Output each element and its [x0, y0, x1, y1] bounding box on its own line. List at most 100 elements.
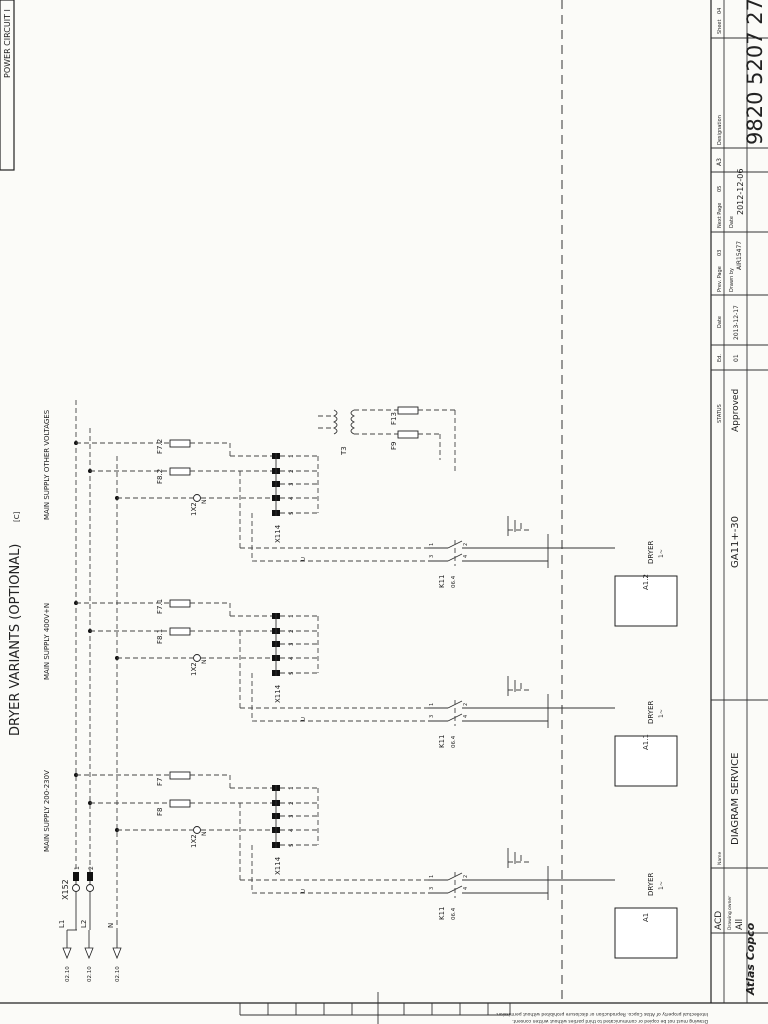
dryer-box-2	[614, 735, 678, 787]
footnote-line-1: Intellectual property of Atlas Copco. Re…	[496, 1011, 708, 1017]
sheet-value: 04	[717, 8, 723, 14]
status-value: Approved	[731, 389, 741, 432]
contact-num-3-2: 3	[429, 715, 435, 718]
title-block	[711, 0, 768, 1003]
fuse-c-label: F13	[390, 412, 398, 425]
power-circuit-label: POWER CIRCUIT I	[3, 9, 12, 78]
ed-caption: Ed.	[717, 354, 723, 362]
fuse-b-3	[169, 467, 191, 476]
fuse-b-label-1: F8	[156, 808, 164, 816]
line-ref-l1: 02.10	[65, 966, 71, 982]
contact-num-4-3: 4	[463, 555, 469, 558]
contact-num-2-2: 2	[463, 703, 469, 706]
supply-pin-1: 1	[74, 866, 81, 870]
bottom-grid	[239, 992, 511, 1024]
drawing-owner-value: All	[735, 919, 745, 930]
terminal-strip-label-1: X114	[274, 856, 282, 875]
contact-num-2-3: 2	[463, 543, 469, 546]
contactor-label-3: K11	[438, 575, 446, 589]
terminal-1x2-label-2: 1X2	[190, 662, 198, 676]
contact-num-1-1: 1	[429, 875, 435, 878]
arrow-l2	[84, 947, 94, 960]
terminal-1x2-n-3: N	[201, 500, 208, 505]
fuse-b-2	[169, 627, 191, 636]
dryer-ref-3: A1.2	[642, 574, 650, 590]
dryer-ref-1: A1	[642, 913, 650, 922]
wire-tag-1: U	[301, 889, 307, 893]
contactor-sub-1: 06.4	[451, 907, 457, 920]
terminal-1x2-n-2: N	[201, 660, 208, 665]
line-label-n: N	[107, 923, 115, 928]
ed-value: 01	[733, 354, 740, 362]
contact-num-3-1: 3	[429, 887, 435, 890]
fuse-b-1	[169, 799, 191, 808]
terminal-1x2-label-3: 1X2	[190, 502, 198, 516]
dryer-label-1: DRYER	[647, 872, 655, 896]
fuse-a-label-2: F7.1	[156, 599, 164, 614]
next-page-caption: Next Page	[717, 203, 723, 228]
supply-connector-block-2	[87, 872, 93, 881]
fuse-a-1	[169, 771, 191, 780]
supply-pin-2: 2	[88, 866, 95, 870]
designation-caption: Designation	[717, 115, 723, 145]
line-ref-n: 02.10	[115, 966, 121, 982]
designation-value: 9820 5207 27	[743, 0, 767, 145]
dryer-label-2: DRYER	[647, 700, 655, 724]
contactor-label-1: K11	[438, 907, 446, 921]
footnote-line-2: Drawing must not be copied or communicat…	[512, 1018, 708, 1024]
date2-caption: Date	[729, 216, 735, 228]
terminal-strip-label-2: X114	[274, 684, 282, 703]
fuse-a-2	[169, 599, 191, 608]
fuse-b-label-3: F8.2	[156, 469, 164, 484]
fuse-d-label: F9	[390, 442, 398, 450]
size-value: A3	[716, 158, 723, 166]
arrow-l1	[62, 947, 72, 960]
dryer-label-3: DRYER	[647, 540, 655, 564]
dryer-box-1	[614, 907, 678, 959]
prev-page-value: 03	[717, 250, 723, 256]
dryer-box-3	[614, 575, 678, 627]
supply-connector-block-1	[73, 872, 79, 881]
terminal-1x2-3	[193, 494, 201, 502]
fuse-a-label-3: F7.2	[156, 439, 164, 454]
fuse-a-label-1: F7	[156, 778, 164, 786]
drawing-owner-caption: Drawing owner	[727, 896, 733, 930]
terminal-1x2-label-1: 1X2	[190, 834, 198, 848]
contact-num-2-1: 2	[463, 875, 469, 878]
contactor-sub-2: 06.4	[451, 735, 457, 748]
fuse-d	[397, 430, 419, 439]
terminal-1x2-2	[193, 654, 201, 662]
sheet-title: DRYER VARIANTS (OPTIONAL)	[8, 544, 23, 736]
line-label-l2: L2	[80, 920, 88, 928]
sheet-title-tag: [C]	[13, 511, 21, 522]
fuse-a-3	[169, 439, 191, 448]
fuse-c	[397, 406, 419, 415]
dryer-sub-1: 1~	[658, 881, 665, 890]
wire-tag-3: U	[301, 557, 307, 561]
product-name: GA11+-30	[730, 516, 741, 568]
supply-terminal-circle-1	[72, 884, 80, 892]
company-logo: Atlas Copco	[744, 922, 757, 996]
fuse-b-label-2: F8.1	[156, 629, 164, 644]
contact-num-1-2: 1	[429, 703, 435, 706]
supply-label-1: MAIN SUPPLY 200-230V	[43, 770, 51, 852]
prev-page-caption: Prev. Page	[717, 266, 723, 292]
supply-label-2: MAIN SUPPLY 400V+N	[43, 603, 51, 680]
drawn-by-value: AIR15477	[736, 241, 743, 270]
transformer-coil-primary	[332, 409, 338, 435]
dept-label: ACD	[714, 911, 724, 930]
dryer-sub-3: 1~	[658, 549, 665, 558]
arrow-n	[112, 947, 122, 960]
drawing-name: DIAGRAM SERVICE	[730, 753, 741, 845]
contactor-sub-3: 06.4	[451, 575, 457, 588]
supply-terminal-circle-2	[86, 884, 94, 892]
next-page-value: 05	[717, 186, 723, 192]
contact-num-3-3: 3	[429, 555, 435, 558]
contact-num-4-2: 4	[463, 715, 469, 718]
supply-connector-label: X152	[61, 879, 70, 900]
transformer-coil-secondary	[350, 409, 356, 435]
